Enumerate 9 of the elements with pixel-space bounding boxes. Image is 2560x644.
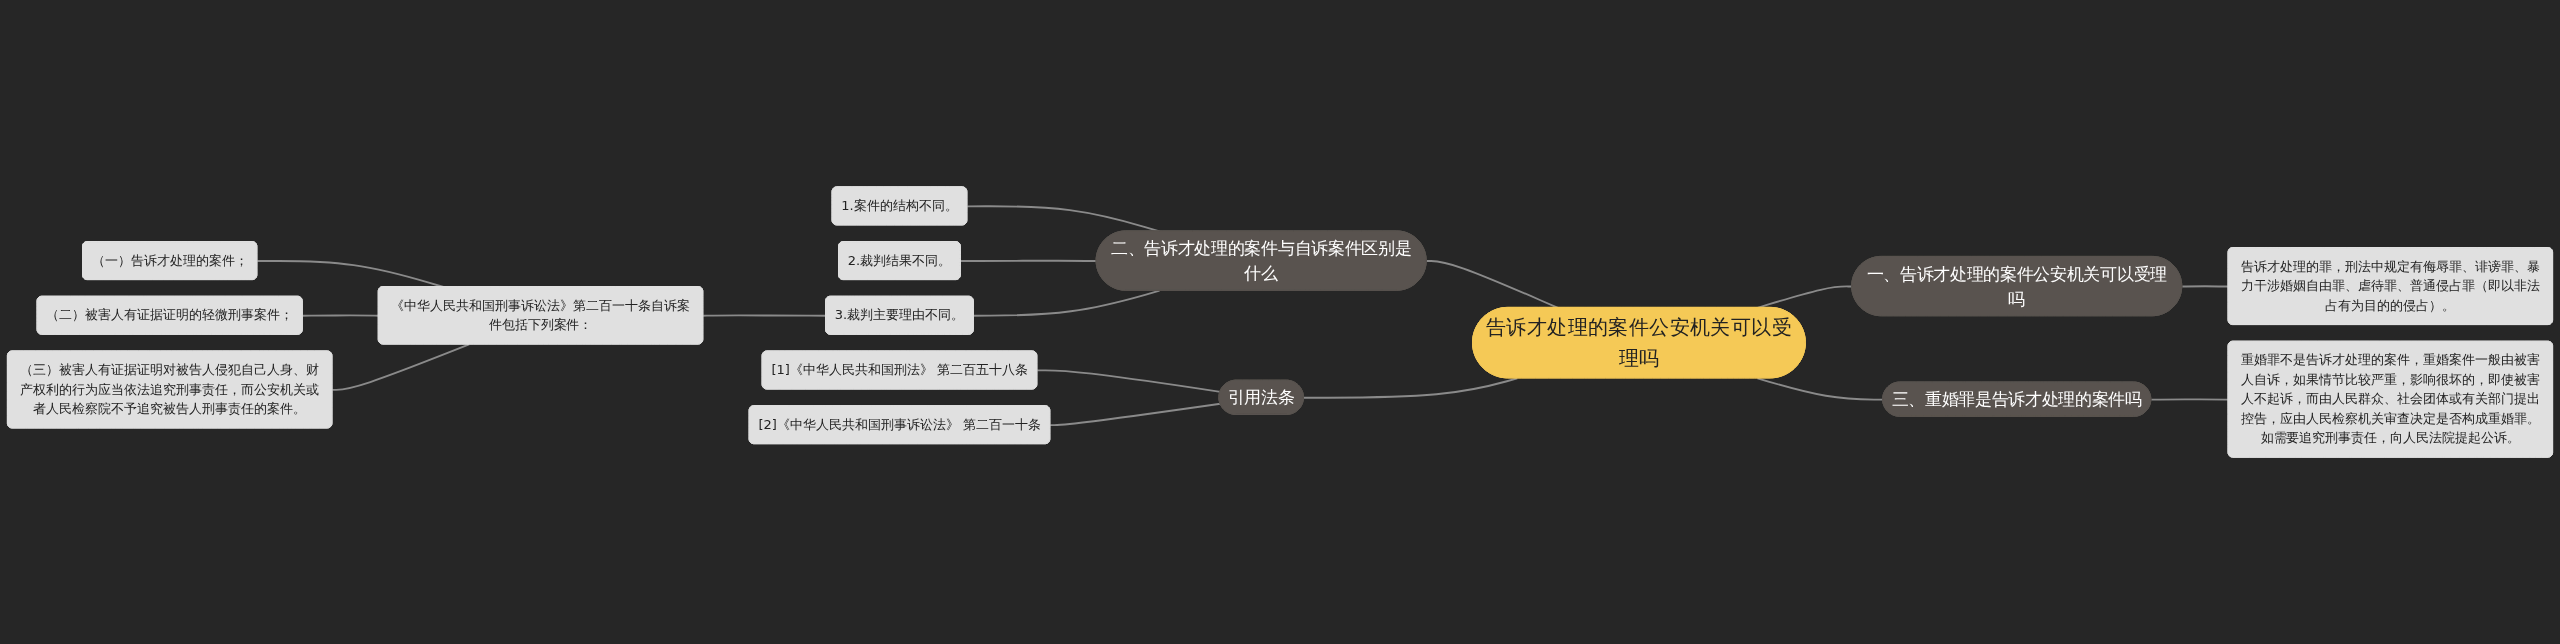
- connector: [702, 314, 827, 317]
- connector: [2181, 285, 2230, 288]
- connector: [301, 314, 380, 317]
- connector: [972, 289, 1161, 317]
- connector: [1303, 377, 1519, 399]
- connector: [2150, 398, 2230, 401]
- connector: [1756, 377, 1884, 401]
- connector: [1425, 260, 1559, 309]
- connector: [959, 259, 1098, 262]
